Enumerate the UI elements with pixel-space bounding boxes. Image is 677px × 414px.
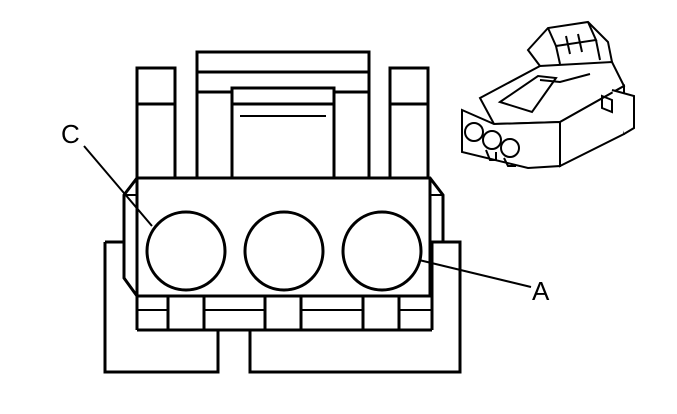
callout-c: C xyxy=(61,119,153,227)
connector-isometric-view xyxy=(461,20,635,170)
callout-a: A xyxy=(418,259,550,306)
callout-a-leader xyxy=(418,259,532,288)
connector-face-view xyxy=(103,50,462,374)
terminal-cavities xyxy=(145,210,423,292)
locking-tabs xyxy=(137,294,432,332)
callout-a-label: A xyxy=(532,276,550,306)
callout-c-leader xyxy=(83,145,153,227)
callout-c-label: C xyxy=(61,119,80,149)
cavity-b xyxy=(243,210,325,292)
cavity-a xyxy=(341,210,423,292)
right-post xyxy=(388,66,430,180)
cavity-c xyxy=(145,210,227,292)
latch-assembly xyxy=(195,50,371,180)
left-post xyxy=(135,66,177,180)
